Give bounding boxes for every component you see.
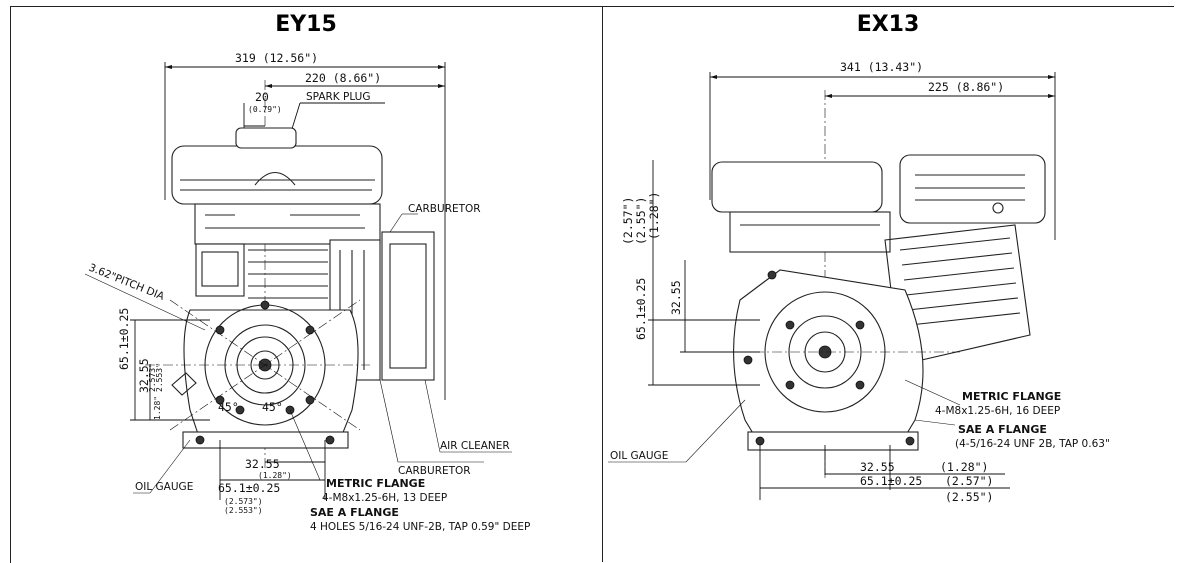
ey15-sae-flange-label: SAE A FLANGE [310,506,399,519]
ex13-sae-flange-spec: (4-5/16-24 UNF 2B, TAP 0.63" [955,438,1110,450]
ey15-oil-gauge-label: OIL GAUGE [135,481,193,493]
ey15-bottom-65: 65.1±0.25 [218,481,280,495]
ex13-vert-in-b: (2.55") [634,197,648,245]
ey15-vert-32: 32.55 [137,358,151,393]
ey15-center-dim: 220 (8.66") [305,71,381,85]
ex13-center-dim: 225 (8.86") [928,80,1004,94]
ex13-metric-flange-label: METRIC FLANGE [962,390,1061,403]
ey15-carburetor-label: CARBURETOR [398,465,471,477]
ex13-vert-in-a: (2.57") [621,197,635,245]
ex13-metric-flange-spec: 4-M8x1.25-6H, 16 DEEP [935,405,1060,417]
ey15-metric-flange-label: METRIC FLANGE [326,477,425,490]
ex13-bottom-32-in: (1.28") [940,460,988,474]
ey15-vert-65: 65.1±0.25 [117,308,131,370]
ey15-air-cleaner-label: AIR CLEANER [440,440,510,452]
diagram-frame [10,6,1174,563]
ey15-drawing: 319 (12.56") 220 (8.66") 20 (0.79") SPAR… [84,51,530,533]
ey15-angle-a: 45° [218,400,239,414]
ey15-angle-b: 45° [262,400,283,414]
ey15-title: EY15 [275,12,337,37]
ey15-carb-top-label: CARBURETOR [408,203,481,215]
ey15-bottom-32: 32.55 [245,457,280,471]
ey15-pitch-dia: 3.62"PITCH DIA [87,262,167,304]
ey15-sae-flange-spec: 4 HOLES 5/16-24 UNF-2B, TAP 0.59" DEEP [310,521,530,533]
ex13-overall-dim: 341 (13.43") [840,60,923,74]
ex13-title: EX13 [856,12,920,37]
ey15-bottom-65-in-a: (2.573") [224,497,263,506]
ey15-bottom-32-in: (1.28") [258,471,292,480]
ey15-vert-65-in-a: 2.573" [148,363,157,392]
ey15-vert-32-in: 1.28" [153,396,162,420]
ex13-drawing: 341 (13.43") 225 (8.86") (2.57") (2.55")… [608,60,1110,504]
ex13-oil-gauge-label: OIL GAUGE [610,450,668,462]
ex13-bottom-32: 32.55 [860,460,895,474]
ey15-bottom-65-in-b: (2.553") [224,506,263,515]
ex13-vert-32: 32.55 [669,280,683,315]
ey15-plug-offset-in: (0.79") [248,105,282,114]
ey15-spark-plug-label: SPARK PLUG [306,91,371,103]
ex13-bottom-65-in-b: (2.55") [945,490,993,504]
ex13-bottom-65: 65.1±0.25 [860,474,922,488]
ey15-plug-offset: 20 [255,90,269,104]
ey15-metric-flange-spec: 4-M8x1.25-6H, 13 DEEP [322,492,447,504]
ex13-vert-65: 65.1±0.25 [634,278,648,340]
ex13-bottom-65-in-a: (2.57") [945,474,993,488]
panel-divider [602,6,603,562]
ey15-vert-65-in-b: 2.553" [155,363,164,392]
ex13-vert-in-c: (1.28") [647,192,661,240]
ex13-sae-flange-label: SAE A FLANGE [958,423,1047,436]
ey15-overall-dim: 319 (12.56") [235,51,318,65]
